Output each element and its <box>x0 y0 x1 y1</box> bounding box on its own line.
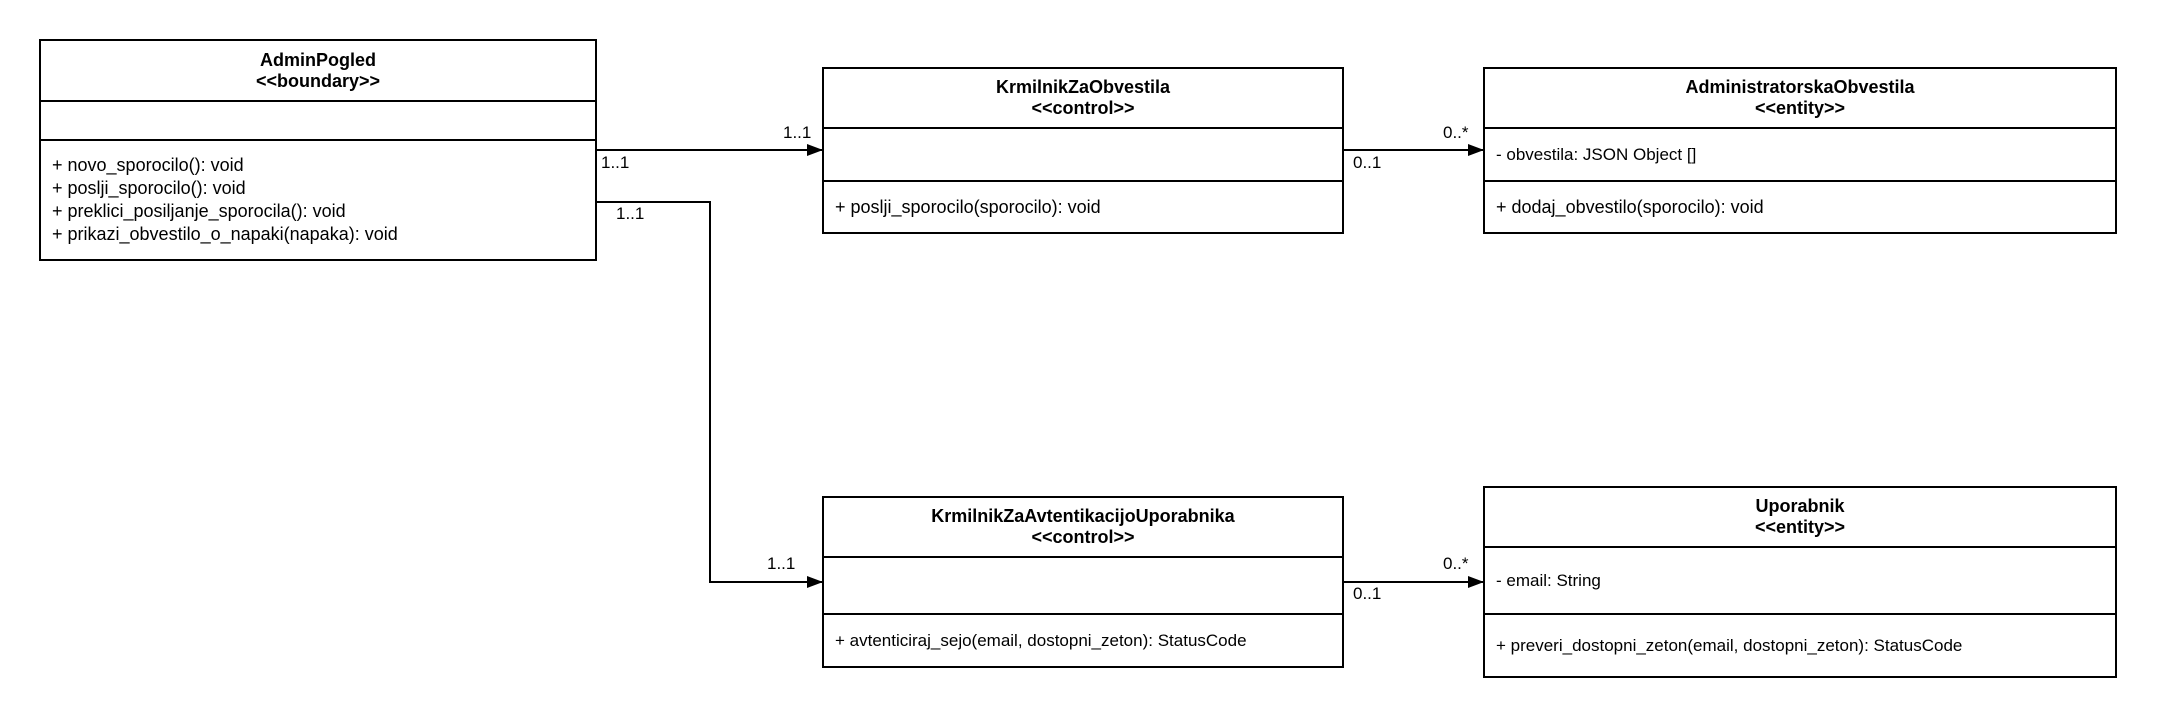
attribute: - email: String <box>1496 570 1601 590</box>
class-stereotype: <<boundary>> <box>255 70 381 91</box>
operation-compartment: + novo_sporocilo(): void + poslji_sporoc… <box>41 141 595 259</box>
attribute: - obvestila: JSON Object [] <box>1496 144 1697 164</box>
operation: + poslji_sporocilo(sporocilo): void <box>835 196 1101 217</box>
attribute-compartment: - email: String <box>1485 548 2115 615</box>
class-header: Uporabnik <<entity>> <box>1485 488 2115 548</box>
multiplicity-label: 0..1 <box>1353 153 1382 172</box>
operation-compartment: + preveri_dostopni_zeton(email, dostopni… <box>1485 615 2115 676</box>
operation: + preklici_posiljanje_sporocila(): void <box>52 201 346 221</box>
attribute-compartment <box>824 558 1342 615</box>
multiplicity-label: 1..1 <box>616 204 645 223</box>
class-name: Uporabnik <box>1755 496 1845 516</box>
class-krmilnikzaavtentikacijouporabnika[interactable]: KrmilnikZaAvtentikacijoUporabnika <<cont… <box>822 496 1344 668</box>
class-stereotype: <<control>> <box>1031 98 1135 118</box>
association-adminpogled-krmilnikzaavtentikacijo <box>597 201 823 588</box>
class-administratorskaobvestila[interactable]: AdministratorskaObvestila <<entity>> - o… <box>1483 67 2117 234</box>
multiplicity-label: 0..* <box>1443 123 1469 142</box>
class-adminpogled[interactable]: AdminPogled <<boundary>> + novo_sporocil… <box>39 39 597 261</box>
multiplicity-label: 0..1 <box>1353 584 1382 603</box>
class-krmilnikzaobvestila[interactable]: KrmilnikZaObvestila <<control>> + poslji… <box>822 67 1344 234</box>
multiplicity-label: 0..* <box>1443 554 1469 573</box>
operation-compartment: + poslji_sporocilo(sporocilo): void <box>824 182 1342 232</box>
multiplicity-label: 1..1 <box>783 123 812 142</box>
operation: + avtenticiraj_sejo(email, dostopni_zeto… <box>835 631 1247 650</box>
class-name: AdminPogled <box>260 49 376 70</box>
class-header: AdminPogled <<boundary>> <box>41 41 595 102</box>
operation-compartment: + dodaj_obvestilo(sporocilo): void <box>1485 182 2115 232</box>
class-header: KrmilnikZaObvestila <<control>> <box>824 69 1342 129</box>
class-name: KrmilnikZaAvtentikacijoUporabnika <box>931 506 1235 526</box>
attribute-compartment: - obvestila: JSON Object [] <box>1485 129 2115 182</box>
operation: + poslji_sporocilo(): void <box>52 178 246 198</box>
operation-compartment: + avtenticiraj_sejo(email, dostopni_zeto… <box>824 615 1342 666</box>
class-stereotype: <<control>> <box>1031 527 1135 547</box>
class-name: AdministratorskaObvestila <box>1685 77 1915 97</box>
class-header: KrmilnikZaAvtentikacijoUporabnika <<cont… <box>824 498 1342 558</box>
operation: + prikazi_obvestilo_o_napaki(napaka): vo… <box>52 224 398 244</box>
operation: + preveri_dostopni_zeton(email, dostopni… <box>1496 636 1963 655</box>
attribute-compartment <box>41 102 595 141</box>
class-uporabnik[interactable]: Uporabnik <<entity>> - email: String + p… <box>1483 486 2117 678</box>
multiplicity-label: 1..1 <box>601 153 630 172</box>
operation: + novo_sporocilo(): void <box>52 155 244 175</box>
class-stereotype: <<entity>> <box>1754 517 1846 537</box>
class-header: AdministratorskaObvestila <<entity>> <box>1485 69 2115 129</box>
class-name: KrmilnikZaObvestila <box>995 77 1171 97</box>
operation: + dodaj_obvestilo(sporocilo): void <box>1496 196 1764 217</box>
multiplicity-label: 1..1 <box>767 554 796 573</box>
attribute-compartment <box>824 129 1342 182</box>
class-stereotype: <<entity>> <box>1754 98 1846 118</box>
